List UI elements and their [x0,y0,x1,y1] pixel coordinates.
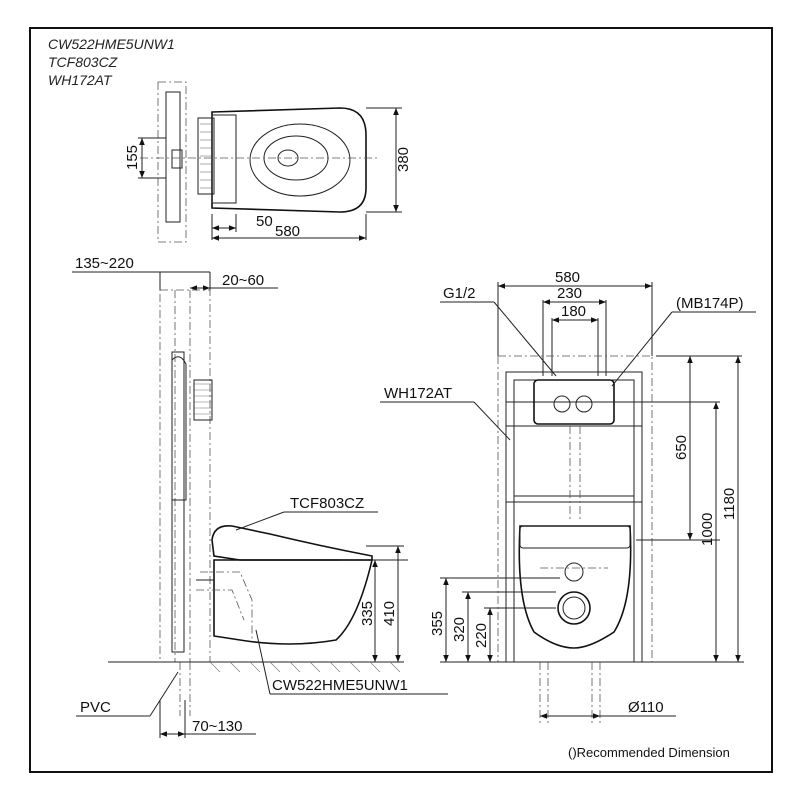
front-view-wall-outline [497,355,653,663]
front-view-dim-1000: 1000 [699,513,716,546]
front-view-dim-1180: 1180 [721,488,738,520]
side-view-frame-post [171,351,185,653]
front-view-dim-650: 650 [673,435,690,460]
front-view: 580 230 180 [380,269,756,724]
top-view-bracket [197,117,215,195]
top-view-bowl-rim [249,123,351,197]
side-view-dim-410: 410 [381,601,398,626]
front-view-flush-button-left [553,395,571,413]
side-view-label-pvc: PVC [80,699,111,716]
front-view-dim-355: 355 [429,611,446,636]
side-view: 135~220 20~60 [72,255,448,738]
top-view-dim-380: 380 [395,147,412,172]
drawing-frame [29,27,773,773]
top-view-drain [277,149,299,167]
side-view-dim-135-220: 135~220 [75,255,134,272]
top-view-pipe-fitting [171,149,183,169]
side-view-label-seat: TCF803CZ [290,495,364,512]
side-view-dim-70-130: 70~130 [192,718,242,735]
front-view-frame [505,371,643,503]
front-view-label-mb174p: (MB174P) [676,295,744,312]
front-view-label-wh172at: WH172AT [384,385,452,402]
side-view-bowl [213,559,374,645]
top-view-dim-50: 50 [256,213,273,230]
top-view-frame-post [165,91,181,223]
side-view-cistern [171,356,187,501]
model-label-3: WH172AT [48,72,113,88]
front-view-water-inlet [564,562,584,582]
recommended-dimension-note: ()Recommended Dimension [568,745,730,760]
front-view-drain-outlet [557,591,591,625]
front-view-dim-230: 230 [557,285,582,302]
model-label-1: CW522HME5UNW1 [48,36,175,52]
top-view-seat [211,107,367,213]
side-view-label-bowl: CW522HME5UNW1 [272,677,408,694]
front-view-bowl [518,525,632,649]
top-view-dim-580: 580 [275,223,300,240]
side-view-dim-20-60: 20~60 [222,272,264,289]
front-view-dim-320: 320 [451,617,468,642]
top-view-wall [157,81,187,243]
front-view-flush-button-right [575,395,593,413]
front-view-seat [519,525,631,549]
front-view-dim-110: Ø110 [628,699,664,716]
side-view-wall [159,289,211,663]
side-view-flush-valve [193,379,213,421]
model-label-2: TCF803CZ [48,54,118,70]
front-view-dim-180: 180 [561,303,586,320]
front-view-label-g12: G1/2 [443,285,476,302]
side-view-seat [211,524,373,561]
top-view: 155 380 50 580 [124,81,412,243]
top-view-dim-155: 155 [124,145,141,170]
top-view-seat-control [211,114,237,204]
side-view-dim-335: 335 [359,601,376,626]
front-view-dim-580: 580 [555,269,580,286]
front-view-dim-220: 220 [473,623,490,648]
